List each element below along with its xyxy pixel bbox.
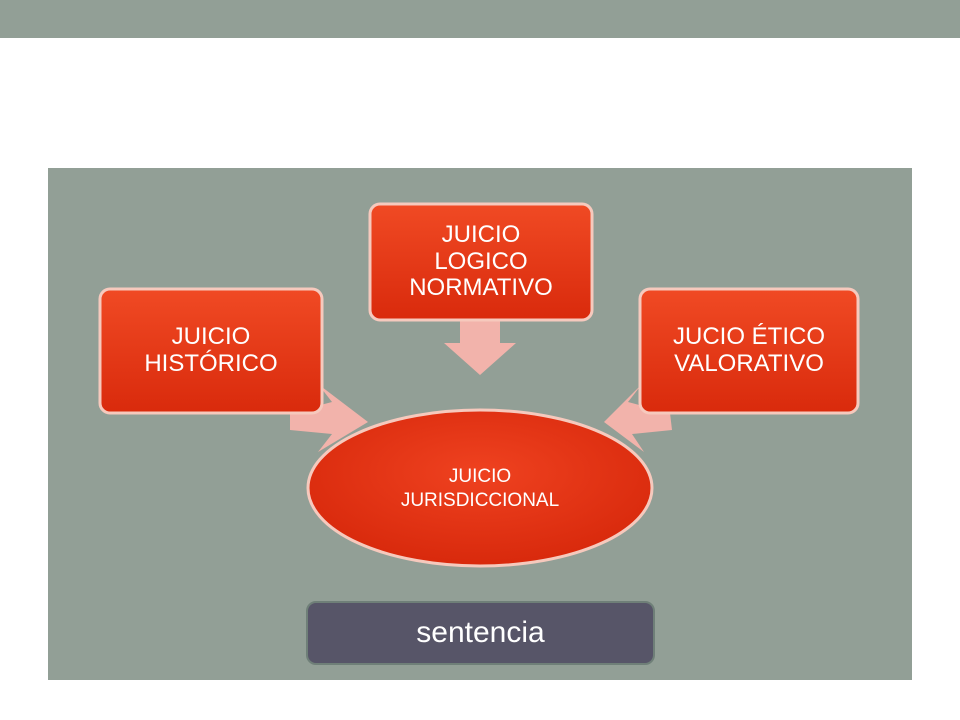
node-top-line3: NORMATIVO <box>409 274 553 302</box>
top-bar <box>0 0 960 38</box>
node-right-line1: JUCIO ÉTICO <box>672 323 825 351</box>
node-top-label: JUICIO LOGICO NORMATIVO <box>370 204 592 320</box>
node-left-line1: JUICIO <box>171 323 251 351</box>
node-top-line2: LOGICO <box>434 247 528 275</box>
arrow-right-to-center <box>604 384 672 452</box>
result-box-sentencia: sentencia <box>306 601 655 665</box>
node-box-top <box>368 202 594 322</box>
node-oval-center <box>306 408 654 568</box>
arrow-left-to-center <box>290 384 368 452</box>
arrow-top-to-center <box>444 318 516 375</box>
node-right-line2: VALORATIVO <box>674 350 824 377</box>
node-left-label: JUICIO HISTÓRICO <box>100 289 322 413</box>
node-right-label: JUCIO ÉTICO VALORATIVO <box>640 289 858 413</box>
node-center-label: JUICIO JURISDICCIONAL <box>330 430 630 548</box>
node-top-line1: JUICIO <box>441 220 521 248</box>
node-box-right <box>638 287 860 415</box>
node-center-line2: JURISDICCIONAL <box>400 490 560 511</box>
node-box-left <box>98 287 324 415</box>
node-center-line1: JUICIO <box>448 466 512 488</box>
node-left-line2: HISTÓRICO <box>144 350 278 377</box>
